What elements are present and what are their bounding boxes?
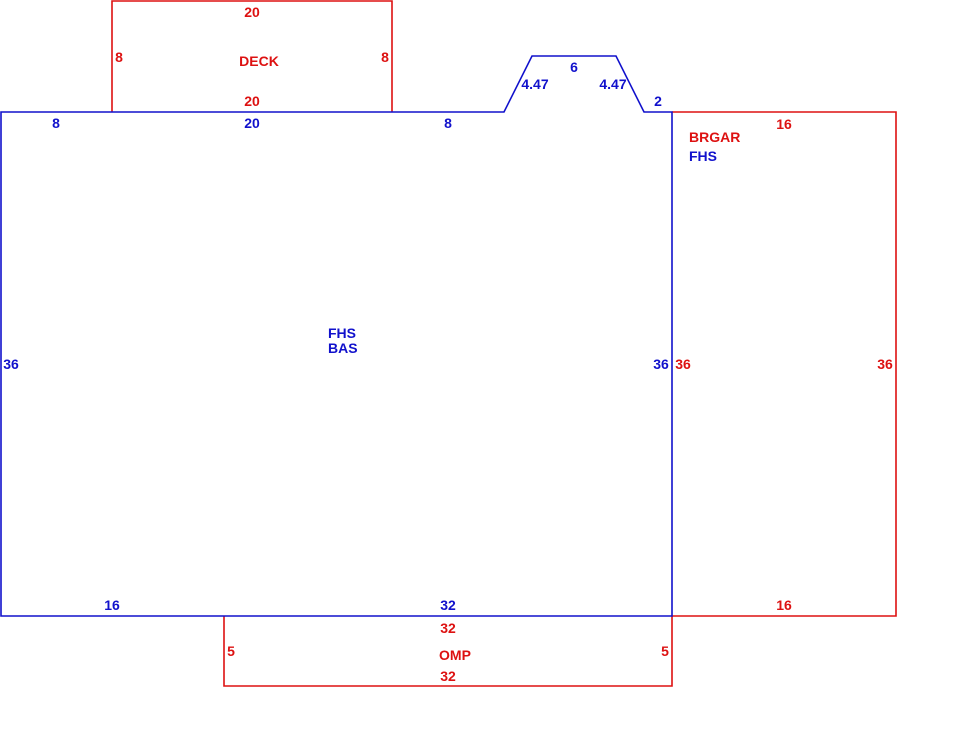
- garage-dim-left: 36: [675, 356, 691, 372]
- deck-outline: [111, 0, 393, 112]
- porch-outline: [223, 616, 673, 687]
- main-dim-bay-return: 2: [654, 93, 662, 109]
- main-dim-top-mid: 20: [244, 115, 260, 131]
- porch-dim-left: 5: [227, 643, 235, 659]
- main-dim-left: 36: [3, 356, 19, 372]
- main-dim-bottom-left: 16: [104, 597, 120, 613]
- main-name-line1: FHS: [328, 325, 356, 341]
- main-dim-top-right: 8: [444, 115, 452, 131]
- deck-dim-right: 8: [381, 49, 389, 65]
- main-house-outline: [0, 55, 673, 617]
- garage-dim-right: 36: [877, 356, 893, 372]
- garage-outline: [672, 111, 897, 617]
- garage-name-line1: BRGAR: [689, 129, 740, 145]
- main-dim-bay-right: 4.47: [599, 76, 626, 92]
- main-dim-bay-top: 6: [570, 59, 578, 75]
- porch-dim-top: 32: [440, 620, 456, 636]
- garage-name-line2: FHS: [689, 148, 717, 164]
- porch-dim-right: 5: [661, 643, 669, 659]
- porch-dim-bottom: 32: [440, 668, 456, 684]
- main-dim-bay-left: 4.47: [521, 76, 548, 92]
- deck-name: DECK: [239, 53, 279, 69]
- garage-dim-top: 16: [776, 116, 792, 132]
- main-dim-right: 36: [653, 356, 669, 372]
- deck-dim-top: 20: [244, 4, 260, 20]
- main-dim-top-left: 8: [52, 115, 60, 131]
- deck-dim-left: 8: [115, 49, 123, 65]
- main-dim-bottom-mid: 32: [440, 597, 456, 613]
- porch-name: OMP: [439, 647, 471, 663]
- garage-dim-bottom: 16: [776, 597, 792, 613]
- deck-dim-bottom: 20: [244, 93, 260, 109]
- main-name-line2: BAS: [328, 340, 358, 356]
